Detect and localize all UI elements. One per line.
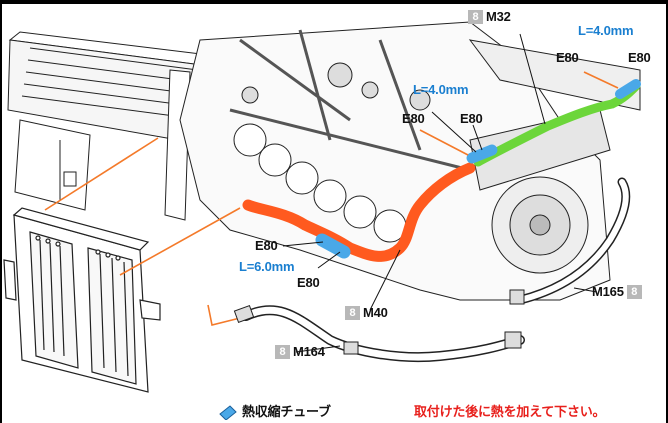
engine-block-drawing xyxy=(179,21,641,301)
e80-label: E80 xyxy=(556,50,579,65)
hose-lines xyxy=(241,79,641,363)
e80-label: E80 xyxy=(402,111,425,126)
heat-instruction-note: 取付けた後に熱を加えて下さい。 xyxy=(414,404,606,419)
hose-fittings xyxy=(233,289,525,355)
tube-length-label: L=6.0mm xyxy=(239,259,295,274)
e80-label: E80 xyxy=(460,111,483,126)
tube-length-label: L=4.0mm xyxy=(413,82,469,97)
callout-lines xyxy=(44,71,619,326)
shrink-tube-icon xyxy=(219,405,237,420)
step-badge: 8 xyxy=(468,10,483,24)
leader-lines xyxy=(282,33,598,353)
legend-shrink-tube: 熱収縮チューブ xyxy=(242,404,331,419)
step-badge: 8 xyxy=(345,306,360,320)
e80-label: E80 xyxy=(255,238,278,253)
e80-label: E80 xyxy=(297,275,320,290)
step-badge: 8 xyxy=(626,285,642,299)
radiator-bottom-drawing xyxy=(3,207,161,393)
tube-length-label: L=4.0mm xyxy=(578,23,634,38)
step-badge: 8 xyxy=(275,345,290,359)
e80-label: E80 xyxy=(628,50,651,65)
